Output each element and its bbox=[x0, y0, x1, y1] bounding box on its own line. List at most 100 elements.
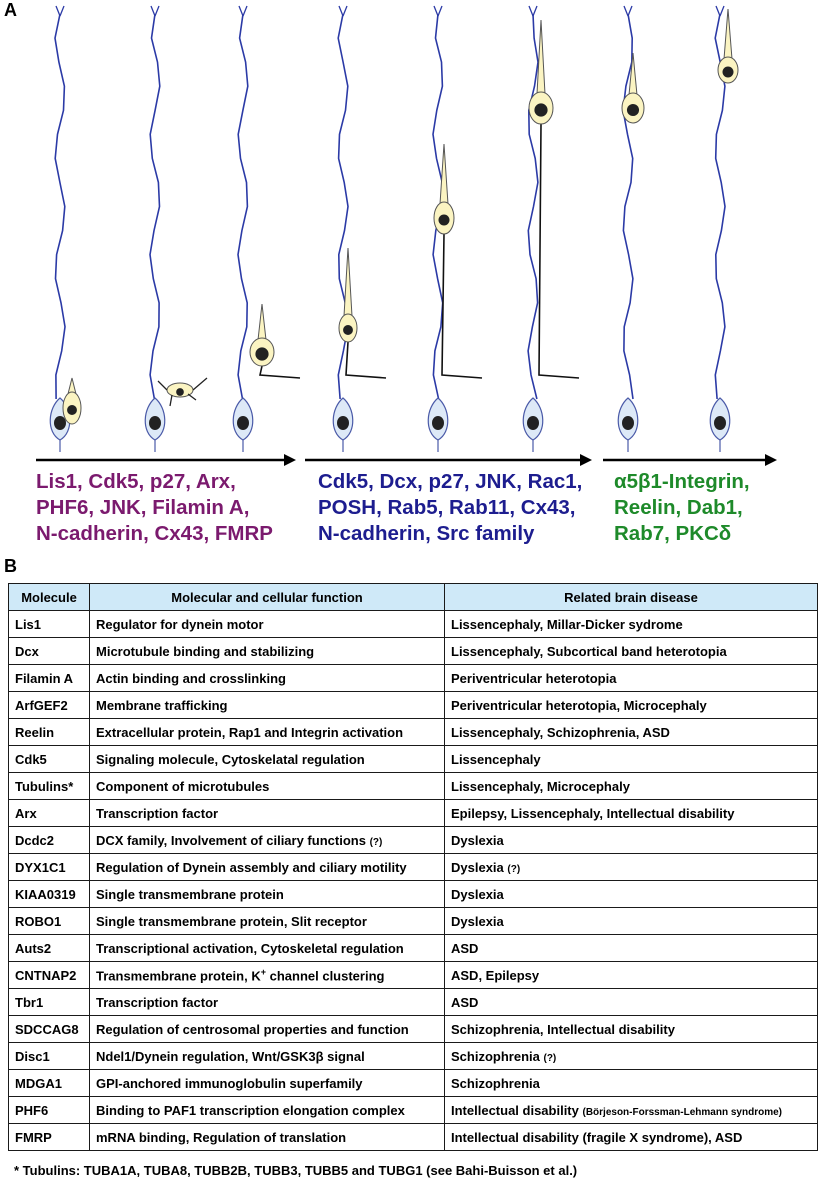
radial-fiber bbox=[149, 13, 161, 400]
cell-disease: Schizophrenia (?) bbox=[444, 1042, 818, 1070]
neuron-nucleus bbox=[438, 214, 450, 226]
table-row: Arx Transcription factor Epilepsy, Lissenc… bbox=[8, 799, 818, 827]
radial-glia-nucleus bbox=[237, 416, 249, 430]
molecule-line: POSH, Rab5, Rab11, Cx43, bbox=[318, 496, 576, 519]
cell-molecule: ArfGEF2 bbox=[8, 691, 90, 719]
cell-disease: Schizophrenia bbox=[444, 1069, 818, 1097]
cell-text: Periventricular heterotopia, Microcephal… bbox=[451, 697, 707, 713]
cell-text: Tubulins* bbox=[15, 778, 74, 794]
radial-glia-nucleus bbox=[54, 416, 66, 430]
cell-function: Microtubule binding and stabilizing bbox=[89, 637, 445, 665]
cell-text: Lissencephaly, Subcortical band heteroto… bbox=[451, 643, 727, 659]
cell-text: Regulation of centrosomal properties and… bbox=[96, 1021, 409, 1037]
radial-glia-nucleus bbox=[337, 416, 349, 430]
molecule-line: PHF6, JNK, Filamin A, bbox=[36, 496, 250, 519]
tubulins-footnote: * Tubulins: TUBA1A, TUBA8, TUBB2B, TUBB3… bbox=[14, 1163, 578, 1178]
cell-molecule: Arx bbox=[8, 799, 90, 827]
cell-text: (Börjeson-Forssman-Lehmann syndrome) bbox=[582, 1106, 782, 1118]
cell-text: Transcription factor bbox=[96, 805, 219, 821]
cell-function: Regulation of Dynein assembly and ciliar… bbox=[89, 853, 445, 881]
neuron-nucleus bbox=[176, 388, 184, 396]
cell-text: Extracellular protein, Rap1 and Integrin… bbox=[96, 724, 404, 740]
header-function: Molecular and cellular function bbox=[89, 583, 445, 611]
cell-disease: Lissencephaly bbox=[444, 745, 818, 773]
molecule-line: Cdk5, Dcx, p27, JNK, Rac1, bbox=[318, 470, 583, 493]
molecule-group-early: Lis1, Cdk5, p27, Arx,PHF6, JNK, Filamin … bbox=[36, 469, 273, 547]
leading-process bbox=[536, 19, 546, 95]
cell-text: Schizophrenia bbox=[451, 1048, 540, 1064]
neuron-nucleus bbox=[67, 405, 77, 415]
timeline-arrows bbox=[36, 454, 777, 466]
cell-text: KIAA0319 bbox=[15, 886, 76, 902]
cell-text: CNTNAP2 bbox=[15, 967, 77, 983]
cell-disease: Dyslexia (?) bbox=[444, 853, 818, 881]
cell-function: mRNA binding, Regulation of translation bbox=[89, 1123, 445, 1151]
neuron-nucleus bbox=[722, 66, 734, 78]
radial-fiber bbox=[54, 13, 66, 400]
cell-text: Dcdc2 bbox=[15, 832, 55, 848]
cell-molecule: Cdk5 bbox=[8, 745, 90, 773]
leading-process bbox=[343, 247, 353, 317]
cell-text: Periventricular heterotopia bbox=[451, 670, 617, 686]
fiber-endfoot bbox=[715, 5, 725, 17]
cell-text: (?) bbox=[543, 1052, 557, 1064]
molecule-line: N-cadherin, Src family bbox=[318, 522, 535, 545]
leading-process bbox=[439, 143, 449, 205]
table-header-row: Molecule Molecular and cellular function… bbox=[8, 583, 818, 611]
trailing-process bbox=[345, 341, 387, 379]
leading-process bbox=[628, 52, 638, 96]
cells-layer bbox=[49, 8, 739, 452]
cell-text: (?) bbox=[369, 836, 383, 848]
cell-molecule: Tbr1 bbox=[8, 988, 90, 1016]
neuron-nucleus bbox=[534, 103, 548, 117]
radial-glia-nucleus bbox=[432, 416, 444, 430]
cell-molecule: Dcx bbox=[8, 637, 90, 665]
cell-disease: Epilepsy, Lissencephaly, Intellectual di… bbox=[444, 799, 818, 827]
cell-text: Lissencephaly, Schizophrenia, ASD bbox=[451, 724, 670, 740]
radial-fiber bbox=[622, 13, 634, 400]
molecule-group-late: α5β1-Integrin,Reelin, Dab1,Rab7, PKCδ bbox=[614, 469, 750, 547]
cell-text: ASD bbox=[451, 994, 479, 1010]
cell-function: Regulation of centrosomal properties and… bbox=[89, 1015, 445, 1043]
leading-process bbox=[723, 8, 733, 60]
migration-diagram bbox=[36, 5, 777, 466]
panel-a-label: A bbox=[4, 0, 17, 20]
cell-text: ASD bbox=[451, 940, 479, 956]
cell-text: Intellectual disability bbox=[451, 1102, 579, 1118]
cell-disease: Lissencephaly, Millar-Dicker sydrome bbox=[444, 610, 818, 638]
cell-molecule: Disc1 bbox=[8, 1042, 90, 1070]
cell-function: Actin binding and crosslinking bbox=[89, 664, 445, 692]
cell-text: Dyslexia bbox=[451, 832, 504, 848]
molecule-line: Reelin, Dab1, bbox=[614, 496, 743, 519]
cell-text: DYX1C1 bbox=[15, 859, 66, 875]
radial-glia-fibers bbox=[54, 5, 726, 400]
molecule-line: α5β1-Integrin, bbox=[614, 470, 750, 493]
cell-disease: Periventricular heterotopia, Microcephal… bbox=[444, 691, 818, 719]
cell-disease: Intellectual disability (Börjeson-Forssm… bbox=[444, 1096, 818, 1124]
cell-text: Single transmembrane protein, Slit recep… bbox=[96, 913, 367, 929]
cell-text: Schizophrenia, Intellectual disability bbox=[451, 1021, 675, 1037]
cell-function: Extracellular protein, Rap1 and Integrin… bbox=[89, 718, 445, 746]
cell-text: Membrane trafficking bbox=[96, 697, 228, 713]
cell-text: Filamin A bbox=[15, 670, 74, 686]
cell-text: ROBO1 bbox=[15, 913, 62, 929]
cell-disease: Intellectual disability (fragile X syndr… bbox=[444, 1123, 818, 1151]
cell-function: Signaling molecule, Cytoskelatal regulat… bbox=[89, 745, 445, 773]
cell-function: Transcription factor bbox=[89, 988, 445, 1016]
radial-glia-nucleus bbox=[714, 416, 726, 430]
table-row: SDCCAG8 Regulation of centrosomal propert… bbox=[8, 1015, 818, 1043]
cell-text: Disc1 bbox=[15, 1048, 50, 1064]
table-row: Filamin A Actin binding and crosslinking P… bbox=[8, 664, 818, 692]
cell-text: SDCCAG8 bbox=[15, 1021, 79, 1037]
cell-function: Component of microtubules bbox=[89, 772, 445, 800]
cell-disease: Periventricular heterotopia bbox=[444, 664, 818, 692]
cell-molecule: ROBO1 bbox=[8, 907, 90, 935]
cell-text: Dyslexia bbox=[451, 859, 504, 875]
cell-disease: Dyslexia bbox=[444, 880, 818, 908]
